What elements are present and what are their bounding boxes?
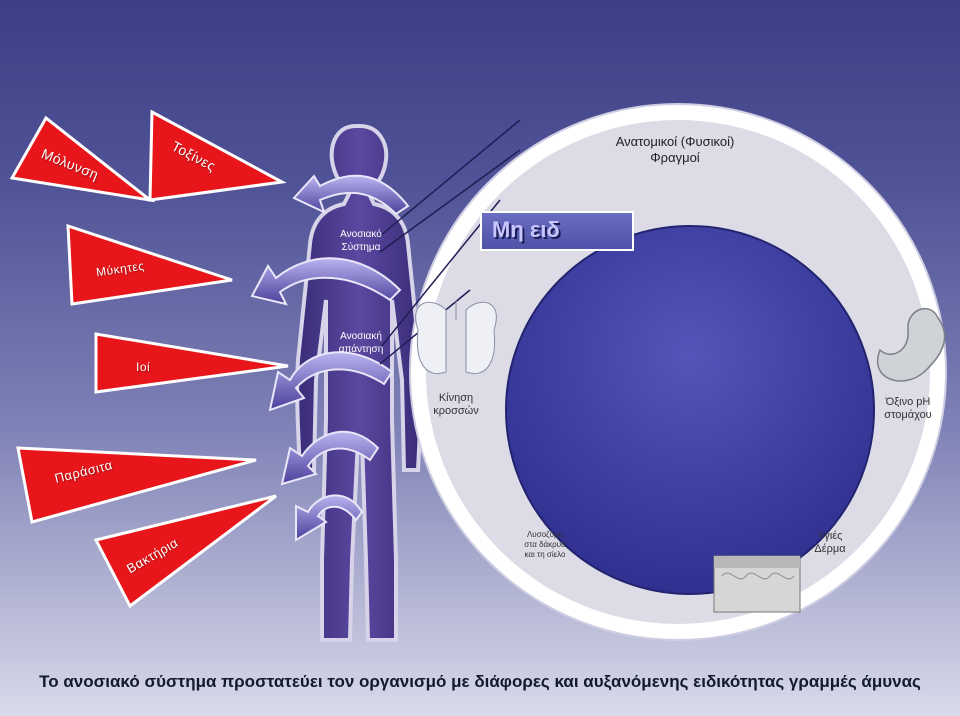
toxins-wedge [148, 109, 287, 202]
non-specific-box: Μη ειδ [480, 211, 634, 251]
non-specific-title: Μη ειδ [492, 217, 560, 242]
immune-response-label: Ανοσιακή απάντηση [338, 331, 384, 355]
fungi-wedge [66, 223, 233, 306]
skin-illustration [713, 555, 801, 613]
anatomical-barriers-title: Ανατομικοί (Φυσικοί) Φραγμοί [615, 134, 735, 165]
defense-arrows [250, 174, 410, 542]
threat-viruses-label: Ιοί [136, 360, 151, 374]
barrier-core [505, 225, 875, 595]
arrow-top [292, 174, 410, 216]
skin-label: Υγιές Δέρμα [814, 530, 846, 555]
barrier-ring [409, 103, 947, 641]
threat-wedges [9, 109, 289, 609]
viruses-wedge [94, 332, 289, 394]
lysozyme-label: Λυσοζύμη στα δάκρυα και τη σίελο [524, 530, 566, 559]
arrow-2 [250, 257, 402, 306]
stomach-label: Όξινο pH στομάχου [884, 396, 932, 421]
lungs-illustration [415, 300, 497, 374]
diagram-caption: Το ανοσιακό σύστημα προστατεύει τον οργα… [39, 672, 921, 691]
arrow-5 [295, 494, 364, 542]
immune-system-label: Ανοσιακό Σύστημα [340, 229, 382, 253]
parasites-wedge [16, 446, 257, 524]
stomach-illustration [877, 307, 946, 382]
cilia-label: Κίνηση κροσσών [433, 392, 479, 417]
arrow-4 [280, 430, 380, 486]
bacteria-wedge [93, 494, 277, 609]
arrow-3 [268, 351, 394, 412]
infection-wedge [9, 115, 156, 203]
